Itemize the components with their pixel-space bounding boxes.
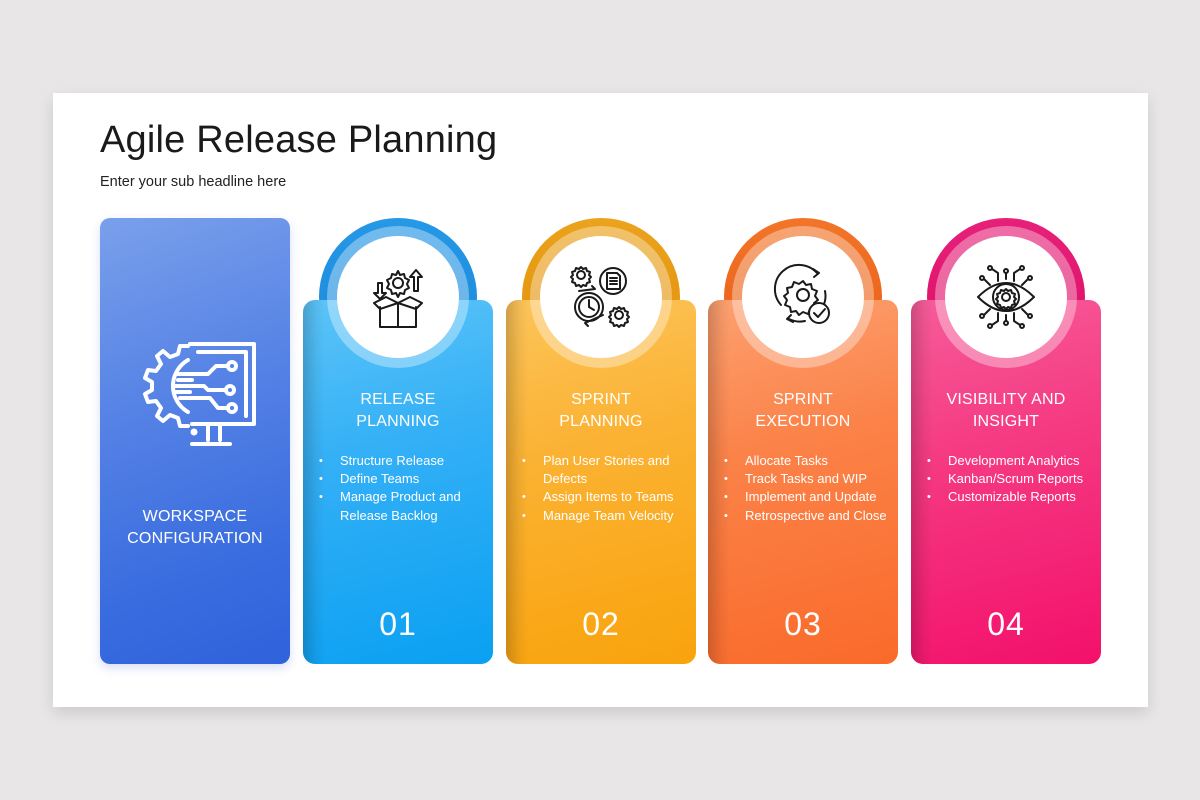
list-item: Implement and Update	[724, 488, 890, 506]
step-sprint-execution: SPRINT EXECUTION Allocate Tasks Track Ta…	[708, 218, 908, 664]
icon-disc	[327, 226, 469, 368]
slide: Agile Release Planning Enter your sub he…	[53, 93, 1148, 707]
icon-disc-inner	[742, 236, 864, 358]
list-item: Kanban/Scrum Reports	[927, 470, 1093, 488]
list-item: Manage Product and Release Backlog	[319, 488, 485, 524]
icon-disc-inner	[945, 236, 1067, 358]
gear-circuit-monitor-icon	[143, 342, 256, 446]
clock-document-gears-icon	[570, 266, 630, 328]
step-bullet-list: Development Analytics Kanban/Scrum Repor…	[927, 452, 1093, 507]
step-title: RELEASE PLANNING	[303, 389, 493, 433]
list-item: Structure Release	[319, 452, 485, 470]
step-title-line2: PLANNING	[559, 413, 643, 430]
icon-disc	[732, 226, 874, 368]
list-item: Track Tasks and WIP	[724, 470, 890, 488]
list-item: Retrospective and Close	[724, 507, 890, 525]
step-title: SPRINT PLANNING	[506, 389, 696, 433]
list-item: Plan User Stories and Defects	[522, 452, 688, 488]
workspace-configuration-card: WORKSPACE CONFIGURATION	[100, 218, 290, 664]
box-gear-arrows-icon	[373, 269, 423, 328]
step-number: 01	[379, 606, 417, 642]
step-title-line2: PLANNING	[356, 413, 440, 430]
step-title: VISIBILITY AND INSIGHT	[911, 389, 1101, 433]
workspace-configuration-label: WORKSPACE CONFIGURATION	[100, 506, 290, 550]
icon-disc-inner	[337, 236, 459, 358]
step-release-planning: RELEASE PLANNING Structure Release Defin…	[303, 218, 503, 664]
list-item: Customizable Reports	[927, 488, 1093, 506]
step-title-line2: EXECUTION	[755, 413, 851, 430]
panel-fold-shadow	[303, 300, 325, 664]
icon-disc	[935, 226, 1077, 368]
step-title-line1: VISIBILITY AND	[946, 391, 1066, 408]
step-sprint-planning: SPRINT PLANNING Plan User Stories and De…	[506, 218, 706, 664]
gear-cycle-check-icon	[773, 263, 830, 324]
list-item: Development Analytics	[927, 452, 1093, 470]
step-number: 03	[784, 606, 822, 642]
step-title-line1: SPRINT	[773, 391, 833, 408]
step-bullet-list: Allocate Tasks Track Tasks and WIP Imple…	[724, 452, 890, 525]
workspace-label-line2: CONFIGURATION	[127, 530, 263, 547]
panel-fold-shadow	[506, 300, 528, 664]
list-item: Assign Items to Teams	[522, 488, 688, 506]
step-number: 04	[987, 606, 1025, 642]
list-item: Define Teams	[319, 470, 485, 488]
eye-gear-circuit-icon	[977, 265, 1035, 329]
icon-disc-inner	[540, 236, 662, 358]
panel-fold-shadow	[708, 300, 730, 664]
slide-subtitle: Enter your sub headline here	[100, 174, 287, 190]
step-visibility-and-insight: VISIBILITY AND INSIGHT Development Analy…	[911, 218, 1111, 664]
panel-fold-shadow	[911, 300, 933, 664]
step-bullet-list: Plan User Stories and Defects Assign Ite…	[522, 452, 688, 525]
list-item: Manage Team Velocity	[522, 507, 688, 525]
step-number: 02	[582, 606, 620, 642]
step-title: SPRINT EXECUTION	[708, 389, 898, 433]
step-title-line2: INSIGHT	[972, 413, 1040, 430]
step-bullet-list: Structure Release Define Teams Manage Pr…	[319, 452, 485, 525]
step-title-line1: RELEASE	[360, 391, 436, 408]
icon-disc	[530, 226, 672, 368]
list-item: Allocate Tasks	[724, 452, 890, 470]
workspace-label-line1: WORKSPACE	[142, 508, 248, 525]
slide-title: Agile Release Planning	[100, 119, 498, 161]
step-title-line1: SPRINT	[571, 391, 631, 408]
